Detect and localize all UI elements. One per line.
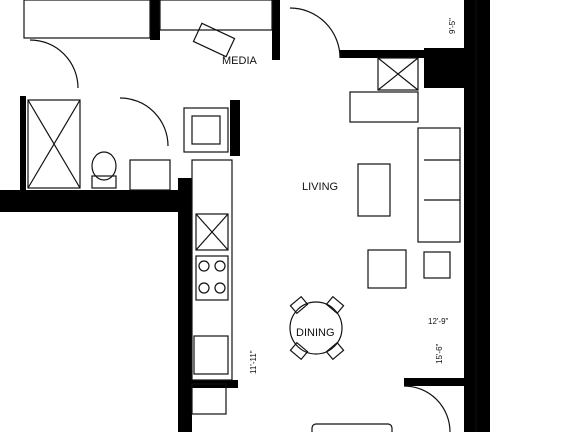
wall-column-top-right <box>424 48 464 88</box>
toilet-tank <box>91 175 117 189</box>
living-top-wall <box>340 50 430 58</box>
walls <box>0 0 490 432</box>
media-door-swing <box>289 7 341 59</box>
hall-closet-line-b <box>377 57 419 91</box>
dimension-living-width: 12'-9" <box>428 317 449 326</box>
sink-line-b <box>195 213 229 251</box>
pantry <box>191 383 227 415</box>
cooktop <box>195 255 229 301</box>
media-left-wall <box>150 0 160 40</box>
kitchen-counter <box>191 159 233 381</box>
burner-4 <box>214 282 226 294</box>
hall-closet <box>377 57 419 91</box>
dining-chair-1 <box>289 295 309 315</box>
vanity <box>129 159 171 191</box>
kitchen-sink <box>195 213 229 251</box>
bathroom-bottom-wall <box>0 190 190 212</box>
media-desk <box>159 0 273 31</box>
room-label-living: LIVING <box>302 181 338 193</box>
room-label-media: MEDIA <box>222 55 258 67</box>
closet-wall <box>230 100 240 156</box>
exterior-wall-right <box>464 0 490 432</box>
laundry-closet <box>183 107 229 153</box>
dining-table <box>289 301 343 355</box>
room-label-dining: DINING <box>296 327 335 339</box>
dining-chair-4 <box>325 341 345 361</box>
bed <box>311 423 393 432</box>
sofa <box>417 127 461 243</box>
burner-2 <box>214 260 226 272</box>
dining-chair-3 <box>289 341 309 361</box>
shower-diagonal-b <box>27 99 81 189</box>
toilet-bowl <box>91 151 117 181</box>
burner-1 <box>198 260 210 272</box>
bedroom-door-swing <box>29 39 79 89</box>
fixtures <box>23 0 477 432</box>
side-table <box>423 251 451 279</box>
media-console <box>349 91 419 123</box>
bathroom-left-wall <box>20 96 26 196</box>
dimension-living-length: 15'-6" <box>435 343 444 364</box>
shower <box>27 99 81 189</box>
dimension-media-width: 9'-5" <box>448 18 457 34</box>
fridge <box>193 335 229 375</box>
dining-chair-2 <box>325 295 345 315</box>
bedroom2-door-swing <box>403 385 451 432</box>
armchair <box>367 249 407 289</box>
living-bottom-wall <box>404 378 464 386</box>
burner-3 <box>198 282 210 294</box>
labels: MEDIA LIVING DINING 9'-5" 12'-9" 15'-6" … <box>222 18 457 374</box>
washer <box>191 115 221 145</box>
coffee-table <box>357 163 391 217</box>
desk-chair <box>192 22 236 58</box>
bedroom-closet <box>23 0 151 39</box>
bath-door-swing <box>119 97 169 147</box>
dimension-kitchen-length: 11'-11" <box>249 350 258 374</box>
kitchen-wall <box>178 178 192 432</box>
media-right-wall <box>272 0 280 60</box>
